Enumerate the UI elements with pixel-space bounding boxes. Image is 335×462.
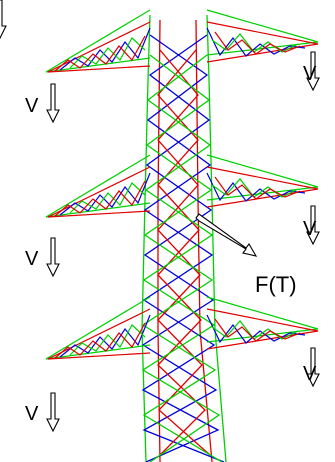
- load-arrow-left-bottom-icon: [46, 392, 60, 432]
- load-arrow-left-top-icon: [46, 83, 60, 123]
- load-label-left-middle: V: [25, 248, 39, 270]
- load-arrow-left-middle-icon: [46, 237, 60, 277]
- load-label-right-middle: V: [303, 218, 317, 240]
- load-label-right-top: V: [303, 63, 317, 85]
- force-arrow-icon: [195, 213, 258, 257]
- load-label-left-top: V: [25, 95, 39, 117]
- load-arrow-icon: [0, 0, 7, 40]
- load-label-left-bottom: V: [25, 403, 39, 425]
- tower-body: [141, 14, 227, 462]
- load-label-right-bottom: V: [303, 363, 317, 385]
- crossarm-top: [45, 9, 319, 73]
- force-label: F(T): [255, 272, 297, 297]
